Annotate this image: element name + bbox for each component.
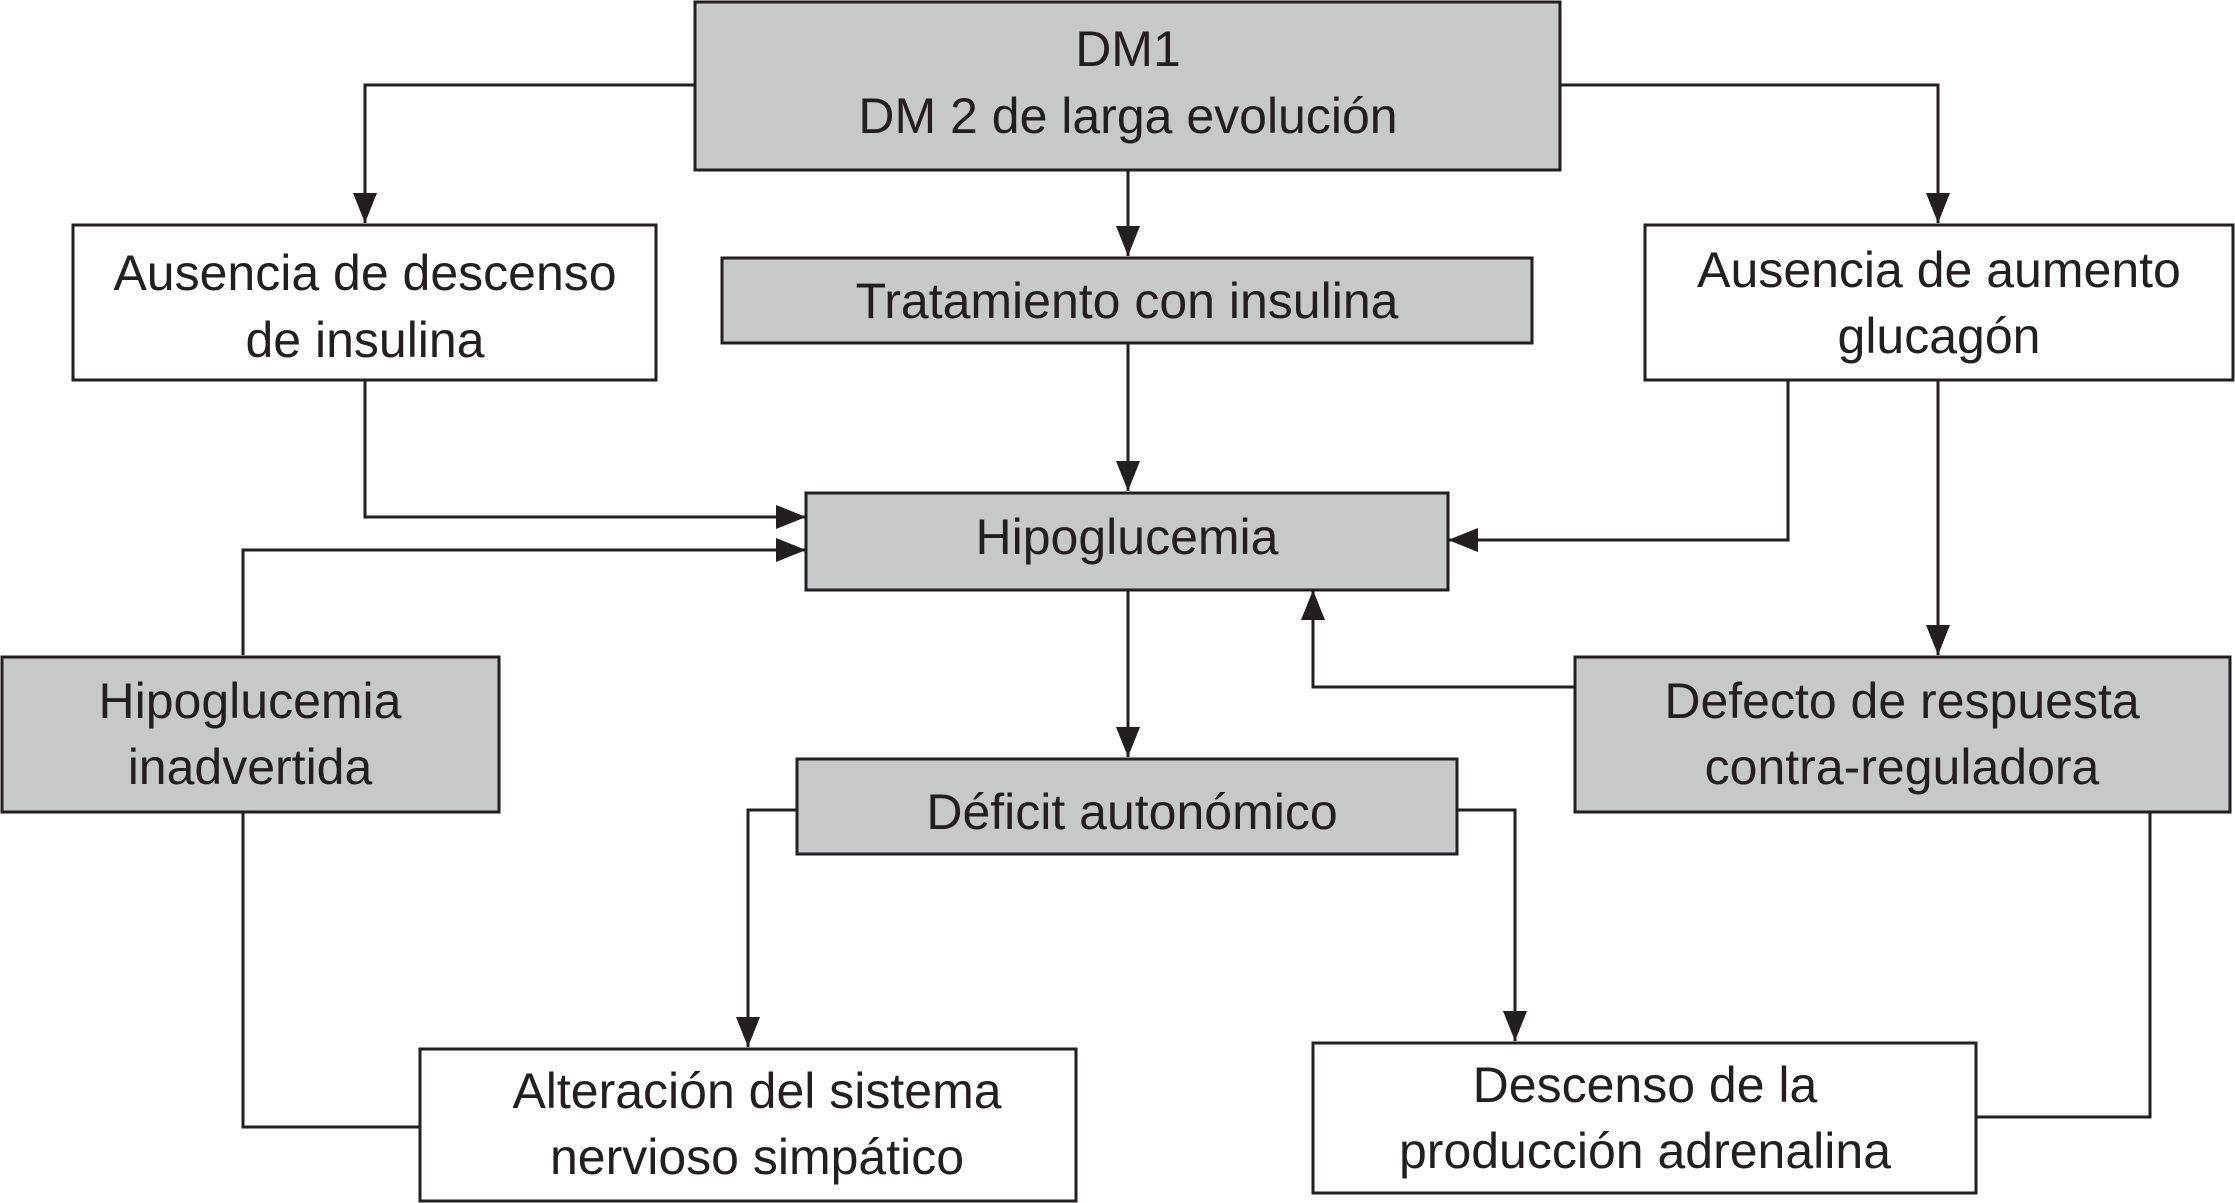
node-descenso-adrenalina: Descenso de la producción adrenalina — [1311, 1041, 1978, 1195]
edge-ausencia-glucagon-to-hipoglucemia — [1448, 380, 1790, 542]
node-ausencia-insulina-line1: Ausencia de descenso — [113, 245, 616, 301]
node-tratamiento: Tratamiento con insulina — [720, 256, 1534, 345]
edge-descenso-adrenalina-to-defecto — [1976, 812, 2152, 1119]
edge-deficit-to-alteracion — [746, 808, 797, 1047]
node-defecto-line2: contra-reguladora — [1705, 739, 2100, 795]
edge-dm-to-ausencia-glucagon — [1560, 83, 1940, 223]
node-descenso-adrenalina-line2: producción adrenalina — [1399, 1123, 1891, 1179]
node-ausencia-insulina: Ausencia de descenso de insulina — [71, 223, 658, 382]
arrowhead-ausencia-glucagon-to-hipoglucemia — [1448, 528, 1478, 552]
node-hipoglucemia: Hipoglucemia — [804, 491, 1450, 592]
arrowhead-to-ausencia-insulina — [353, 193, 377, 223]
node-dm-line1: DM1 — [1075, 21, 1181, 77]
node-ausencia-insulina-line2: de insulina — [245, 312, 484, 368]
edge-alteracion-to-hipo-inadvertida — [241, 812, 420, 1129]
arrowheads — [353, 193, 1950, 1047]
arrowhead-to-alteracion — [736, 1017, 760, 1047]
node-defecto: Defecto de respuesta contra-reguladora — [1573, 655, 2232, 814]
node-hipo-inadvertida: Hipoglucemia inadvertida — [0, 655, 501, 814]
edge-hipo-inadvertida-to-hipoglucemia — [241, 548, 806, 655]
edge-dm-to-ausencia-insulina — [363, 83, 695, 223]
node-alteracion: Alteración del sistema nervioso simpátic… — [418, 1047, 1078, 1203]
connectors — [241, 83, 2152, 1129]
arrowhead-hipo-inadvertida-to-hipoglucemia — [776, 538, 806, 562]
arrowhead-to-deficit — [1116, 727, 1140, 757]
arrowhead-to-descenso-adrenalina — [1503, 1011, 1527, 1041]
node-deficit-line1: Déficit autonómico — [926, 784, 1337, 840]
node-ausencia-glucagon-line2: glucagón — [1838, 308, 2041, 364]
node-alteracion-line2: nervioso simpático — [550, 1129, 964, 1185]
node-ausencia-glucagon-line1: Ausencia de aumento — [1697, 242, 2181, 298]
node-dm: DM1 DM 2 de larga evolución — [693, 0, 1562, 172]
node-alteracion-line1: Alteración del sistema — [512, 1063, 1001, 1119]
node-hipoglucemia-line1: Hipoglucemia — [976, 509, 1279, 565]
arrowhead-to-ausencia-glucagon — [1926, 193, 1950, 223]
edge-deficit-to-descenso-adrenalina — [1457, 808, 1517, 1041]
arrowhead-defecto-to-hipoglucemia — [1301, 590, 1325, 620]
arrowhead-ausencia-insulina-to-hipoglucemia — [776, 505, 806, 529]
node-descenso-adrenalina-line1: Descenso de la — [1473, 1057, 1818, 1113]
arrowhead-to-defecto — [1926, 625, 1950, 655]
node-tratamiento-line1: Tratamiento con insulina — [856, 273, 1399, 329]
edge-ausencia-insulina-to-hipoglucemia — [363, 380, 806, 519]
arrowhead-tratamiento-to-hipoglucemia — [1116, 461, 1140, 491]
node-dm-line2: DM 2 de larga evolución — [858, 88, 1397, 144]
edge-defecto-to-hipoglucemia — [1311, 590, 1575, 689]
node-ausencia-glucagon: Ausencia de aumento glucagón — [1643, 223, 2235, 382]
node-deficit: Déficit autonómico — [795, 757, 1459, 856]
node-hipo-inadvertida-line1: Hipoglucemia — [99, 673, 402, 729]
arrowhead-to-tratamiento — [1116, 226, 1140, 256]
node-hipo-inadvertida-line2: inadvertida — [128, 739, 373, 795]
node-defecto-line1: Defecto de respuesta — [1664, 673, 2139, 729]
